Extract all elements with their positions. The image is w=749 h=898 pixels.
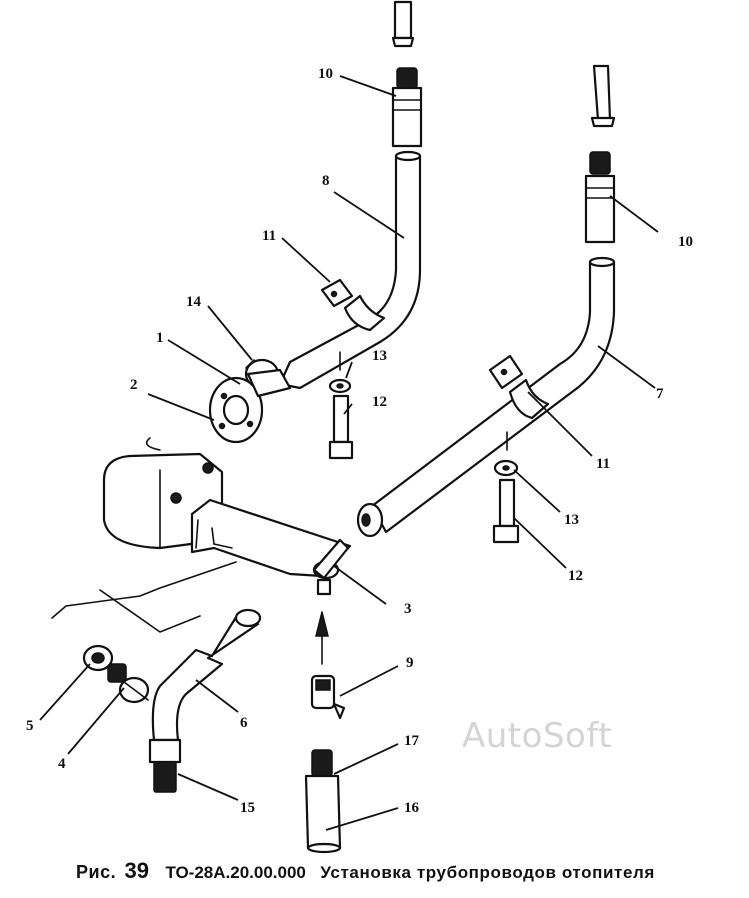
upper-left-pipe-stub (391, 0, 415, 48)
callout-16: 16 (404, 800, 420, 816)
callout-13-right: 13 (564, 512, 579, 528)
callout-12-left: 12 (372, 394, 387, 410)
caption-figure-number: 39 (124, 858, 150, 883)
figure-caption: Рис. 39 ТО-28А.20.00.000 Установка трубо… (76, 858, 655, 884)
callout-13-left: 13 (372, 348, 387, 364)
caption-title: Установка трубопроводов отопителя (320, 863, 655, 882)
fitting-10-right (584, 151, 616, 244)
callout-10-right: 10 (678, 234, 693, 250)
clamp-11-left (320, 278, 386, 332)
plug-4 (82, 644, 114, 672)
clamp-11-right (488, 354, 550, 420)
callout-11-left: 11 (262, 228, 276, 244)
callout-9: 9 (406, 655, 414, 671)
pipe-6 (148, 608, 262, 793)
callout-3: 3 (404, 601, 412, 617)
caption-drawing-code: ТО-28А.20.00.000 (165, 863, 306, 882)
flange-assembly (208, 358, 292, 444)
callout-labels: 10 8 11 14 1 2 13 12 10 7 11 13 12 3 9 6… (26, 66, 693, 816)
callout-12-right: 12 (568, 568, 583, 584)
leader-lines (39, 75, 659, 831)
callout-6: 6 (240, 715, 248, 731)
callout-8: 8 (322, 173, 330, 189)
callout-2: 2 (130, 377, 138, 393)
watermark: AutoSoft (462, 716, 613, 756)
callout-17: 17 (404, 733, 420, 749)
fitting-10-left (391, 67, 423, 148)
valve-9 (310, 611, 346, 720)
callout-1: 1 (156, 330, 164, 346)
callout-5: 5 (26, 718, 34, 734)
callout-11-right: 11 (596, 456, 610, 472)
bolt-12-13-right (492, 431, 520, 544)
callout-10-left: 10 (318, 66, 333, 82)
callout-7: 7 (656, 386, 664, 402)
callout-14: 14 (186, 294, 202, 310)
bolt-12-13-left (328, 351, 354, 460)
caption-prefix: Рис. (76, 862, 117, 882)
valve-5 (107, 663, 150, 704)
upper-right-pipe-stub (590, 64, 616, 128)
pipe-7 (356, 256, 616, 538)
callout-15: 15 (240, 800, 255, 816)
bracket-3 (190, 498, 352, 596)
pipe-8 (278, 150, 422, 390)
callout-4: 4 (58, 756, 66, 772)
hose-16 (304, 749, 342, 854)
